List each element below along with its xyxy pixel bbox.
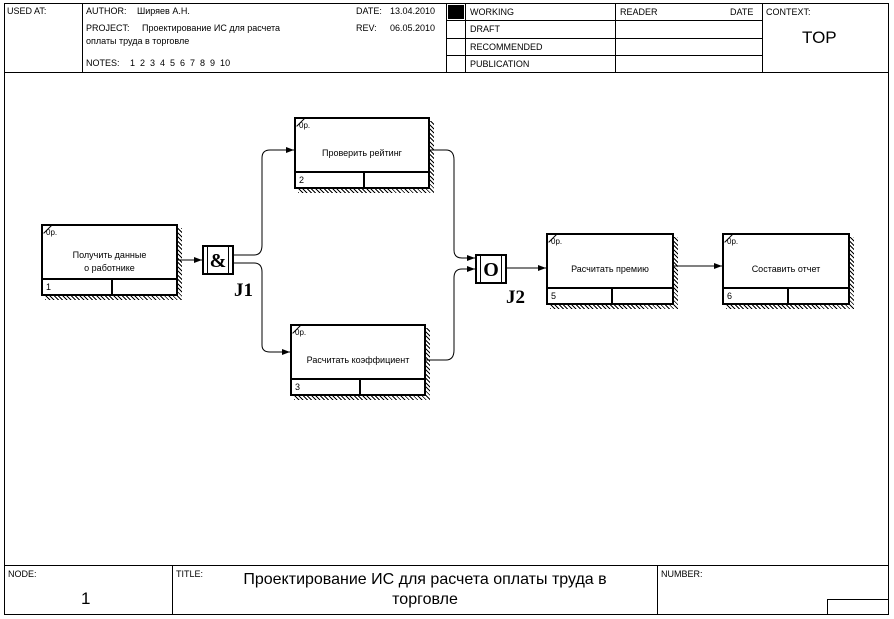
box-5-number: 5: [551, 291, 557, 301]
diagram-title-line-1: Проектирование ИС для расчета оплаты тру…: [243, 571, 607, 588]
box-3-number: 3: [295, 382, 301, 392]
box-2-number: 2: [299, 175, 305, 185]
box-6-number: 6: [727, 291, 733, 301]
box-2-name: Проверить рейтинг: [322, 148, 402, 158]
arrow-j1-to-3: [234, 262, 290, 355]
project-line-1: Проектирование ИС для расчета: [142, 23, 281, 33]
box-6-op: 0р.: [727, 237, 739, 246]
junction-j2[interactable]: O: [475, 254, 507, 284]
box-1-name-line-2: о работнике: [84, 263, 135, 273]
reader-date-label: DATE: [730, 7, 754, 17]
diagram-title-line-2: торговле: [392, 591, 458, 608]
author-value: Ширяев А.Н.: [137, 6, 190, 16]
rev-label: REV:: [356, 23, 377, 33]
box-1[interactable]: 0р. Получить данные о работнике 1: [41, 224, 178, 296]
box-1-op: 0р.: [46, 228, 58, 237]
status-draft: DRAFT: [470, 24, 500, 34]
date-label: DATE:: [356, 6, 382, 16]
status-publication: PUBLICATION: [470, 59, 530, 69]
project-line-2: оплаты труда в торговле: [86, 36, 190, 46]
box-2[interactable]: 0р. Проверить рейтинг 2: [294, 117, 430, 189]
junction-j2-symbol: O: [483, 259, 499, 281]
status-recommended: RECOMMENDED: [470, 42, 543, 52]
junction-j1[interactable]: &: [202, 245, 234, 275]
arrow-3-to-j2: [426, 266, 475, 361]
project-label: PROJECT:: [86, 23, 130, 33]
context-value: TOP: [802, 28, 837, 47]
box-1-number: 1: [46, 282, 52, 292]
box-3-footer: 3: [292, 378, 424, 394]
author-label: AUTHOR:: [86, 6, 127, 16]
box-3-op: 0р.: [295, 328, 307, 337]
box-6[interactable]: 0р. Составить отчет 6: [722, 233, 850, 305]
box-3-name: Расчитать коэффициент: [306, 355, 410, 365]
box-3[interactable]: 0р. Расчитать коэффициент 3: [290, 324, 426, 396]
rev-value: 06.05.2010: [390, 23, 436, 33]
junction-j1-symbol: &: [209, 250, 227, 272]
box-5-name: Расчитать премию: [571, 264, 649, 274]
arrow-j1-to-2: [234, 147, 294, 256]
date-value: 13.04.2010: [390, 6, 436, 16]
box-2-footer: 2: [296, 171, 428, 187]
box-6-footer: 6: [724, 287, 848, 303]
junction-j2-label: J2: [506, 287, 525, 308]
box-6-name: Составить отчет: [751, 264, 821, 274]
box-5-op: 0р.: [551, 237, 563, 246]
notes-label: NOTES:: [86, 58, 120, 68]
arrow-2-to-j2: [430, 149, 475, 261]
junction-j1-label: J1: [234, 280, 253, 301]
used-at-label: USED AT:: [7, 6, 47, 16]
box-1-footer: 1: [43, 278, 176, 294]
node-label: NODE:: [8, 569, 37, 579]
box-1-name-line-1: Получить данные: [72, 250, 147, 260]
title-label: TITLE:: [176, 569, 204, 579]
context-label: CONTEXT:: [766, 7, 811, 17]
working-status-marker: [448, 5, 464, 19]
box-5-footer: 5: [548, 287, 672, 303]
node-value: 1: [81, 589, 91, 608]
notes-value: 1 2 3 4 5 6 7 8 9 10: [130, 58, 231, 68]
box-5[interactable]: 0р. Расчитать премию 5: [546, 233, 674, 305]
diagram-title: Проектирование ИС для расчета оплаты тру…: [210, 570, 640, 610]
status-working: WORKING: [470, 7, 514, 17]
box-2-op: 0р.: [299, 121, 311, 130]
number-label: NUMBER:: [661, 569, 703, 579]
reader-label: READER: [620, 7, 658, 17]
